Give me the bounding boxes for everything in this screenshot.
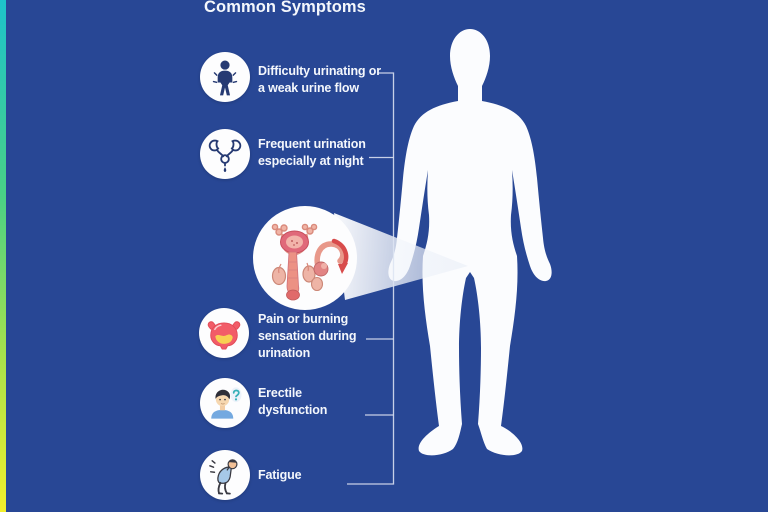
page-title: Common Symptoms — [204, 0, 366, 16]
urinary-tract-icon — [200, 129, 250, 179]
symptom-label-erectile-dysfunction: Erectile dysfunction — [258, 386, 328, 417]
prostate-anatomy-illustration — [253, 206, 357, 310]
inflamed-bladder-icon — [199, 308, 249, 358]
symptom-label-pain-burning: Pain or burning sensation during urinati… — [258, 312, 357, 360]
connector-bracket — [347, 72, 395, 485]
urinary-tract-glyph — [208, 139, 242, 172]
anatomy-frontal-view — [271, 223, 318, 301]
anatomy-side-view — [310, 238, 349, 292]
magnifier-beam — [334, 213, 468, 300]
fatigued-person-glyph — [209, 459, 238, 495]
left-edge-gradient-strip — [0, 0, 6, 512]
worried-man-glyph — [211, 387, 242, 419]
inflamed-bladder-glyph — [207, 321, 241, 350]
body-silhouette — [388, 29, 552, 456]
symptom-label-fatigue: Fatigue — [258, 468, 302, 482]
worried-man-icon — [200, 378, 250, 428]
fatigued-person-icon — [200, 450, 250, 500]
anatomy-inset-circle — [253, 206, 357, 310]
symptom-label-difficulty-urinating: Difficulty urinating or a weak urine flo… — [258, 64, 381, 95]
symptom-label-frequent-urination: Frequent urination especially at night — [258, 137, 366, 168]
standing-person-glyph — [212, 60, 238, 96]
standing-person-icon — [200, 52, 250, 102]
connector-lines — [347, 72, 395, 485]
